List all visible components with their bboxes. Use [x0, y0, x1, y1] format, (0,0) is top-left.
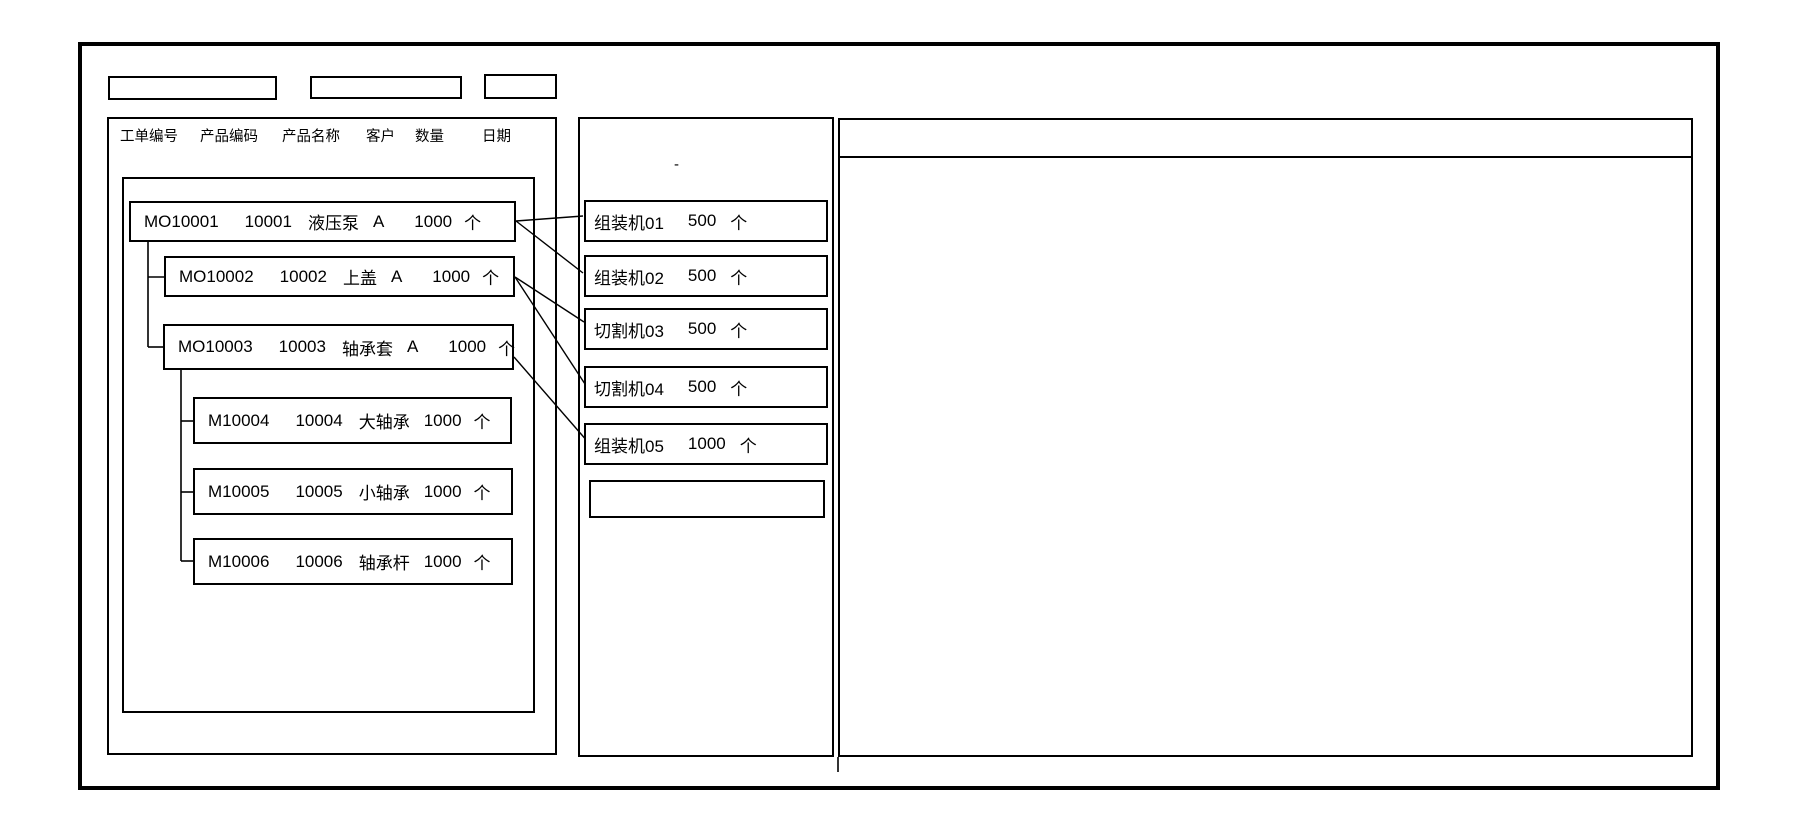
- unit: 个: [739, 436, 757, 456]
- column-header-date: 日期: [482, 129, 511, 145]
- quantity: 1000: [423, 481, 462, 501]
- machine-name: 组装机01: [594, 213, 664, 233]
- quantity: 1000: [414, 211, 453, 231]
- unit: 个: [473, 554, 491, 573]
- product-code: 10003: [278, 337, 326, 356]
- product-name: 大轴承: [358, 413, 410, 432]
- machine-name: 切割机03: [594, 321, 664, 341]
- product-name: 轴承套: [341, 339, 393, 359]
- customer: A: [372, 211, 385, 231]
- product-code: 10004: [295, 410, 343, 430]
- column-header-qty: 数量: [415, 129, 444, 145]
- product-name: 液压泵: [307, 214, 359, 233]
- unit: 个: [498, 339, 516, 359]
- customer: A: [390, 266, 403, 286]
- order-no: M10005: [208, 481, 270, 501]
- unit: 个: [730, 268, 748, 288]
- machine-box-01[interactable]: 组装机01 500 个: [584, 200, 828, 242]
- machine-box-05[interactable]: 组装机05 1000 个: [584, 423, 828, 465]
- detail-panel: [838, 118, 1693, 757]
- column-header-customer: 客户: [366, 129, 395, 145]
- order-no: M10004: [208, 410, 270, 430]
- toolbar-field-2[interactable]: [310, 76, 462, 99]
- order-no: MO10001: [144, 211, 219, 231]
- order-no: M10006: [208, 551, 270, 571]
- work-order-node-mo10002[interactable]: MO10002 10002 上盖 A 1000 个: [164, 256, 515, 297]
- column-header-product-code: 产品编码: [200, 129, 258, 145]
- order-tree-container: [122, 177, 535, 713]
- machine-name: 组装机02: [594, 268, 664, 288]
- order-no: MO10003: [178, 337, 253, 356]
- machine-qty: 500: [687, 377, 717, 396]
- product-name: 上盖: [342, 269, 377, 288]
- order-no: MO10002: [179, 266, 254, 286]
- machine-qty: 500: [687, 211, 717, 230]
- unit: 个: [730, 379, 748, 399]
- column-header-product-name: 产品名称: [282, 129, 340, 145]
- dot-mark: -: [674, 156, 679, 173]
- detail-panel-header: [838, 118, 1693, 158]
- toolbar-field-1[interactable]: [108, 76, 277, 100]
- quantity: 1000: [423, 551, 462, 571]
- machine-box-03[interactable]: 切割机03 500 个: [584, 308, 828, 350]
- quantity: 1000: [432, 266, 471, 286]
- machine-qty: 500: [687, 266, 717, 285]
- work-order-node-mo10001[interactable]: MO10001 10001 液压泵 A 1000 个: [129, 201, 516, 242]
- column-header-order-no: 工单编号: [120, 129, 178, 145]
- product-name: 轴承杆: [358, 554, 410, 573]
- machine-box-02[interactable]: 组装机02 500 个: [584, 255, 828, 297]
- close-icon[interactable]: [484, 74, 557, 99]
- unit: 个: [473, 413, 491, 432]
- machine-slot-empty[interactable]: [589, 480, 825, 518]
- machine-box-04[interactable]: 切割机04 500 个: [584, 366, 828, 408]
- unit: 个: [730, 213, 748, 233]
- product-code: 10001: [244, 211, 292, 231]
- unit: 个: [482, 269, 500, 288]
- customer: A: [406, 337, 419, 356]
- machine-name: 组装机05: [594, 436, 664, 456]
- unit: 个: [730, 321, 748, 341]
- work-order-node-m10005[interactable]: M10005 10005 小轴承 1000 个: [193, 468, 513, 515]
- work-order-node-m10004[interactable]: M10004 10004 大轴承 1000 个: [193, 397, 512, 444]
- work-order-node-m10006[interactable]: M10006 10006 轴承杆 1000 个: [193, 538, 513, 585]
- product-code: 10002: [279, 266, 327, 286]
- product-code: 10006: [295, 551, 343, 571]
- machine-name: 切割机04: [594, 379, 664, 399]
- work-order-node-mo10003[interactable]: MO10003 10003 轴承套 A 1000 个: [163, 324, 516, 370]
- unit: 个: [473, 484, 491, 503]
- unit: 个: [464, 214, 482, 233]
- quantity: 1000: [423, 410, 462, 430]
- product-code: 10005: [295, 481, 343, 501]
- machine-qty: 500: [687, 319, 717, 338]
- machine-qty: 1000: [687, 434, 726, 453]
- quantity: 1000: [448, 337, 487, 356]
- product-name: 小轴承: [358, 484, 410, 503]
